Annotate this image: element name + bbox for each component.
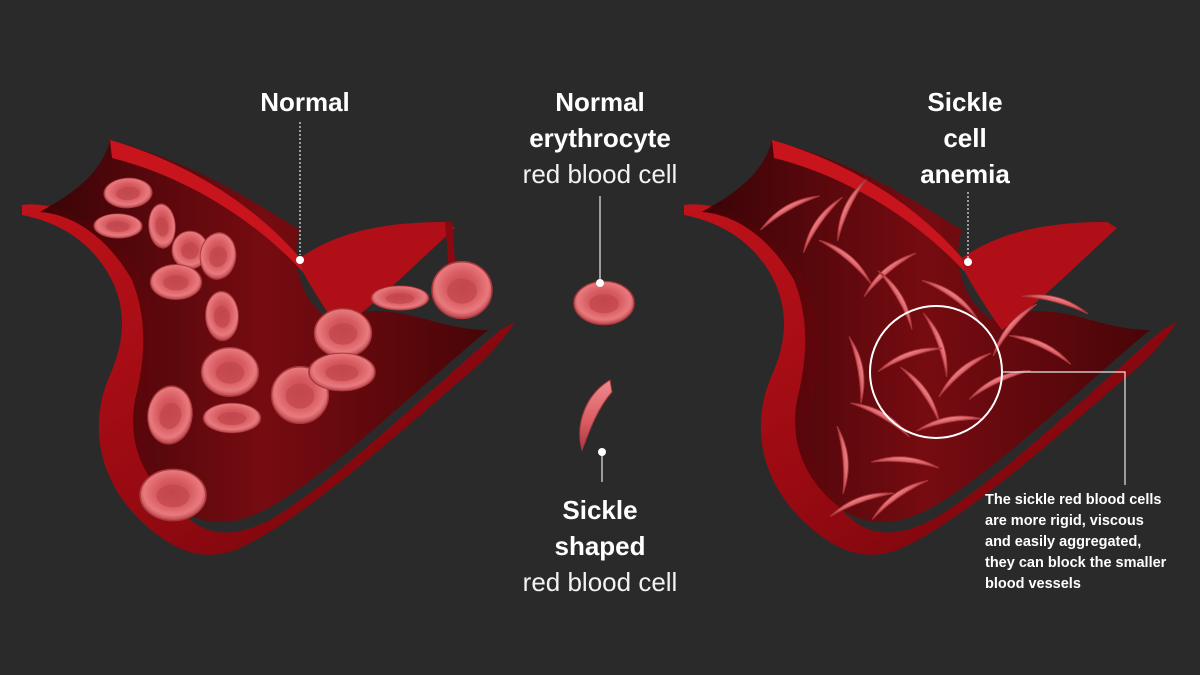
note-leader-line — [1002, 371, 1126, 485]
note-line-1: The sickle red blood cells — [985, 492, 1162, 508]
sickle-shaped-cell-label: Sickle shaped red blood cell — [470, 492, 730, 600]
anemia-label-line-1: Sickle — [927, 87, 1003, 117]
note-line-5: blood vessels — [985, 576, 1081, 592]
note-line-4: they can block the smaller — [985, 555, 1167, 571]
anemia-leader-dot — [964, 258, 972, 266]
erythrocyte-label-line-3: red blood cell — [522, 159, 678, 189]
normal-label-text: Normal — [260, 87, 350, 117]
sickle-cell-anemia-label: Sickle cell anemia — [865, 84, 1065, 192]
normal-erythrocyte-cell — [573, 280, 635, 326]
vessel-back-wall — [110, 140, 303, 272]
sickle-shaped-label-line-3: red blood cell — [522, 567, 678, 597]
sickle-shaped-leader-dot — [598, 448, 606, 456]
note-line-2: are more rigid, viscous — [985, 513, 1144, 529]
normal-vessel-label: Normal — [205, 84, 405, 120]
vessel-back-wall — [772, 140, 965, 272]
normal-blood-vessel — [22, 140, 515, 555]
normal-erythrocyte-label: Normal erythrocyte red blood cell — [470, 84, 730, 192]
erythrocyte-label-line-1: Normal — [555, 87, 645, 117]
erythrocyte-label-line-2: erythrocyte — [529, 123, 671, 153]
vessel-inner-lumen — [702, 140, 1150, 523]
sickle-shaped-cell — [579, 379, 613, 452]
anemia-label-line-2: cell — [943, 123, 987, 153]
sickle-shaped-label-line-1: Sickle — [562, 495, 638, 525]
erythrocyte-leader-dot — [596, 279, 604, 287]
sickle-cell-explanation-note: The sickle red blood cells are more rigi… — [985, 490, 1190, 595]
vessel-right-wall — [300, 222, 455, 330]
sickle-shaped-label-line-2: shaped — [554, 531, 646, 561]
normal-leader-dot — [296, 256, 304, 264]
anemia-label-line-3: anemia — [920, 159, 1010, 189]
sickle-blood-vessel — [684, 140, 1177, 555]
vessel-right-wall — [962, 222, 1117, 330]
note-line-3: and easily aggregated, — [985, 534, 1142, 550]
leader-lines — [296, 122, 1126, 485]
